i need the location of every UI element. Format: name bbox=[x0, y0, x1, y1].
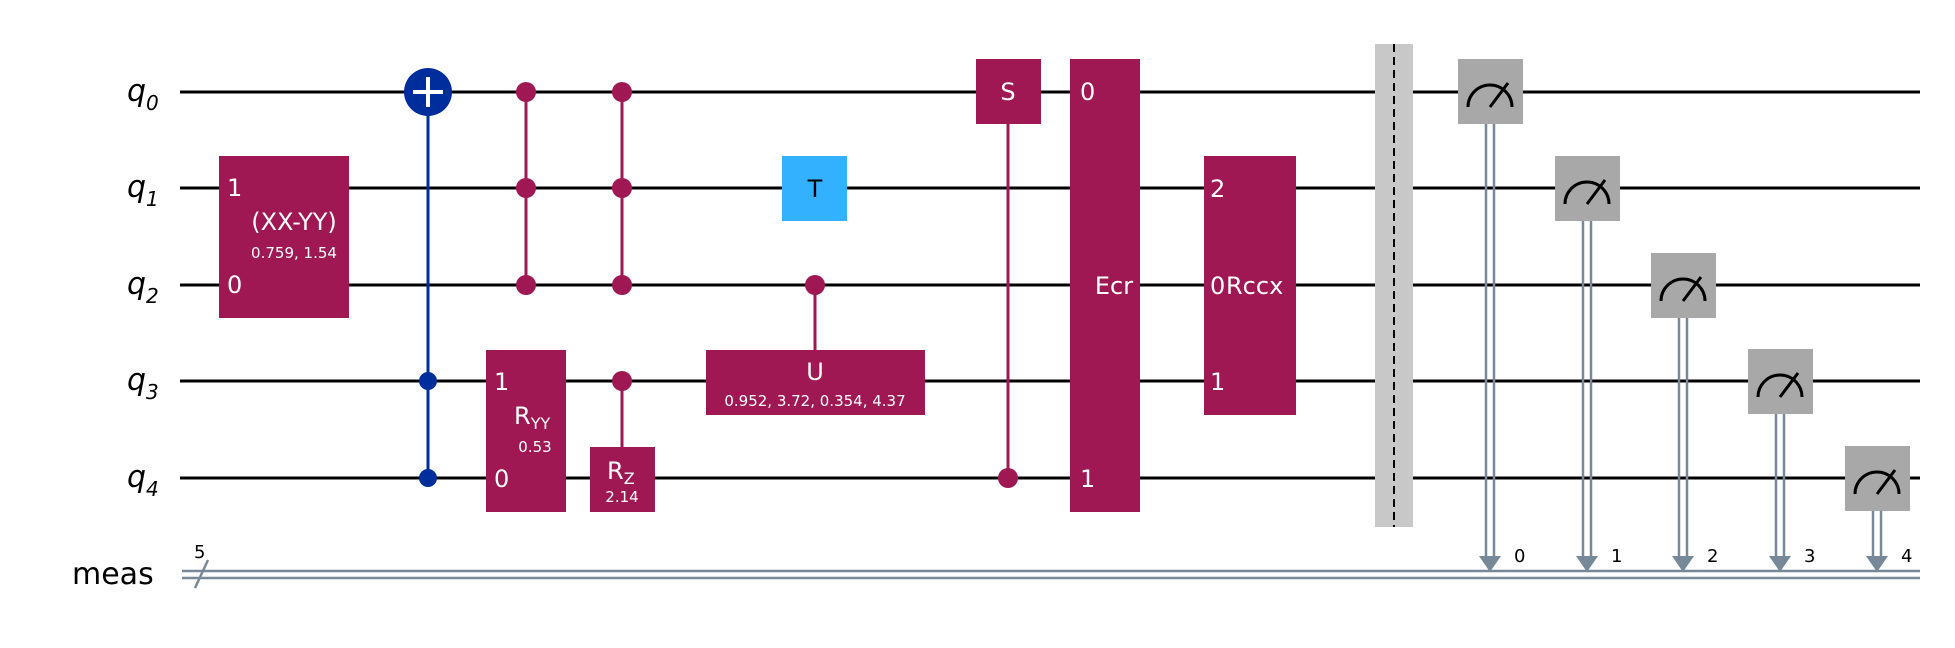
svg-text:3: 3 bbox=[1804, 546, 1815, 567]
svg-text:1: 1 bbox=[227, 174, 242, 202]
svg-text:2: 2 bbox=[1210, 175, 1225, 203]
svg-text:0: 0 bbox=[1210, 272, 1225, 300]
label-q4: q4 bbox=[127, 460, 159, 501]
svg-text:1: 1 bbox=[1210, 368, 1225, 396]
svg-text:4: 4 bbox=[1901, 546, 1912, 567]
svg-text:Rccx: Rccx bbox=[1226, 272, 1283, 300]
svg-text:1: 1 bbox=[494, 368, 509, 396]
barrier bbox=[1375, 44, 1413, 527]
ccz-gate-1 bbox=[516, 82, 536, 295]
meter-icon bbox=[1563, 180, 1611, 205]
svg-text:0.759, 1.54: 0.759, 1.54 bbox=[251, 244, 337, 262]
measure-q2: 2 bbox=[1651, 253, 1718, 572]
ccx-control-q3 bbox=[419, 372, 437, 390]
measure-q0: 0 bbox=[1458, 59, 1525, 572]
svg-text:T: T bbox=[807, 175, 823, 203]
register-slash bbox=[193, 559, 210, 589]
measure-q1: 1 bbox=[1555, 156, 1622, 572]
measure-q3: 3 bbox=[1748, 349, 1815, 572]
svg-text:0: 0 bbox=[227, 271, 242, 299]
crz-gate: RZ 2.14 bbox=[590, 371, 655, 512]
measure-q4: 4 bbox=[1845, 446, 1912, 572]
svg-text:2.14: 2.14 bbox=[605, 488, 638, 506]
label-q2: q2 bbox=[127, 267, 159, 308]
meter-icon bbox=[1659, 277, 1707, 302]
ccx-gate bbox=[404, 68, 452, 487]
register-size: 5 bbox=[194, 542, 205, 563]
svg-text:0: 0 bbox=[1514, 546, 1525, 567]
label-meas: meas bbox=[72, 557, 154, 592]
t-gate: T bbox=[782, 156, 847, 221]
ryy-gate: 1 0 RYY 0.53 bbox=[486, 350, 566, 512]
svg-text:S: S bbox=[1000, 78, 1015, 106]
cu-gate: U 0.952, 3.72, 0.354, 4.37 bbox=[706, 275, 925, 415]
rccx-gate: 2 0 1 Rccx bbox=[1204, 156, 1296, 415]
meter-icon bbox=[1466, 83, 1514, 108]
label-q0: q0 bbox=[127, 74, 159, 115]
svg-text:(XX-YY): (XX-YY) bbox=[251, 208, 337, 236]
xx-minus-yy-gate: 1 0 (XX-YY) 0.759, 1.54 bbox=[219, 156, 349, 318]
meter-icon bbox=[1853, 470, 1901, 495]
classical-wire: 5 bbox=[182, 542, 1920, 589]
label-q1: q1 bbox=[127, 170, 159, 211]
svg-text:0: 0 bbox=[1080, 78, 1095, 106]
label-q3: q3 bbox=[127, 363, 159, 404]
qubit-wires bbox=[180, 90, 1920, 480]
ecr-gate: 0 1 Ecr bbox=[1070, 59, 1140, 512]
meter-icon bbox=[1756, 373, 1804, 398]
svg-text:0: 0 bbox=[494, 465, 509, 493]
ccz-gate-2 bbox=[612, 82, 632, 295]
ccx-control-q4 bbox=[419, 469, 437, 487]
cs-gate: S bbox=[976, 59, 1041, 488]
measurements: 0 1 2 3 bbox=[1458, 59, 1912, 572]
wire-labels: q0 q1 q2 q3 q4 meas bbox=[72, 74, 159, 592]
svg-text:Ecr: Ecr bbox=[1095, 272, 1133, 300]
svg-text:0.53: 0.53 bbox=[518, 438, 551, 456]
svg-text:RYY: RYY bbox=[514, 402, 550, 433]
svg-text:U: U bbox=[806, 358, 824, 386]
svg-text:2: 2 bbox=[1707, 546, 1718, 567]
svg-text:0.952, 3.72, 0.354, 4.37: 0.952, 3.72, 0.354, 4.37 bbox=[724, 392, 905, 410]
svg-text:1: 1 bbox=[1080, 465, 1095, 493]
svg-text:RZ: RZ bbox=[607, 457, 635, 488]
svg-text:1: 1 bbox=[1611, 546, 1622, 567]
